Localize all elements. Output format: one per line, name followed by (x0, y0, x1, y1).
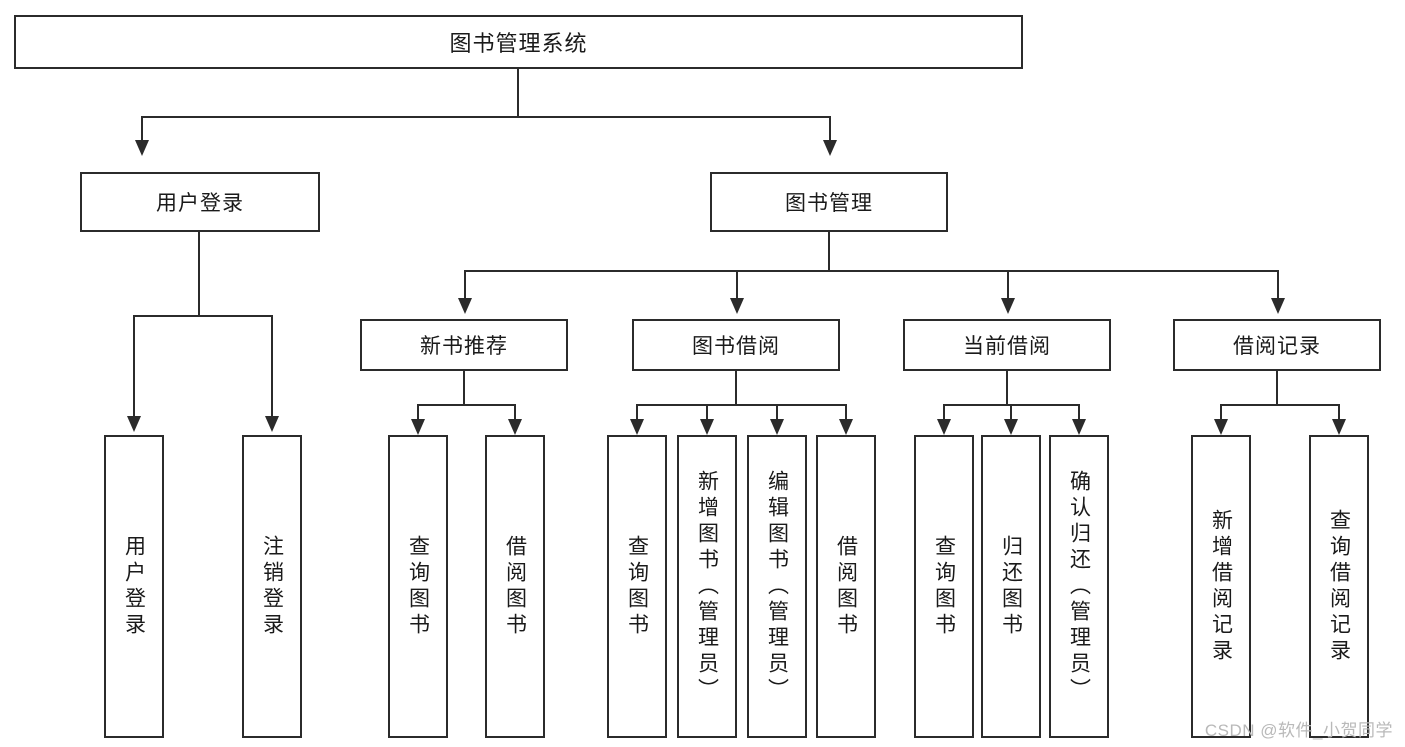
arrowhead-bb-1 (630, 419, 644, 435)
leaf-query-book-borrow[interactable]: 查询图书 (607, 435, 667, 738)
arrowhead-borrow (730, 298, 744, 314)
connector-drop-bb-3 (776, 404, 778, 420)
arrowhead-rc-1 (1214, 419, 1228, 435)
node-label: 注销登录 (260, 534, 284, 639)
arrowhead-book-manage (823, 140, 837, 156)
connector-drop-current (1007, 270, 1009, 300)
node-label: 新增图书（管理员） (695, 469, 719, 704)
node-label: 当前借阅 (963, 335, 1051, 358)
connector-borrow-bus (636, 404, 846, 406)
leaf-query-book-current[interactable]: 查询图书 (914, 435, 974, 738)
node-label: 查询图书 (406, 534, 430, 639)
node-label: 借阅图书 (503, 534, 527, 639)
node-label: 图书管理 (785, 192, 873, 215)
connector-drop-rc-2 (1338, 404, 1340, 420)
node-label: 用户登录 (122, 534, 146, 639)
connector-drop-bb-4 (845, 404, 847, 420)
arrowhead-cb-3 (1072, 419, 1086, 435)
node-current-borrow[interactable]: 当前借阅 (903, 319, 1111, 371)
leaf-return-book[interactable]: 归还图书 (981, 435, 1041, 738)
leaf-add-borrow-record[interactable]: 新增借阅记录 (1191, 435, 1251, 738)
connector-borrow-stem (735, 371, 737, 406)
connector-drop-nb-2 (514, 404, 516, 420)
connector-records-stem (1276, 371, 1278, 406)
connector-drop-new-book (464, 270, 466, 300)
node-label: 归还图书 (999, 534, 1023, 639)
node-label: 用户登录 (156, 192, 244, 215)
arrowhead-rc-2 (1332, 419, 1346, 435)
arrowhead-cb-1 (937, 419, 951, 435)
node-root-library-system[interactable]: 图书管理系统 (14, 15, 1023, 69)
connector-book-manage-stem (828, 232, 830, 272)
connector-drop-user-login (141, 116, 143, 142)
node-book-management[interactable]: 图书管理 (710, 172, 948, 232)
arrowhead-bb-3 (770, 419, 784, 435)
node-label: 新书推荐 (420, 335, 508, 358)
connector-drop-login-2 (271, 315, 273, 418)
connector-user-login-stem (198, 232, 200, 316)
node-label: 借阅记录 (1233, 335, 1321, 358)
arrowhead-login-1 (127, 416, 141, 432)
arrowhead-current (1001, 298, 1015, 314)
node-label: 图书管理系统 (449, 31, 588, 56)
csdn-watermark: CSDN @软件_小贺同学 (1204, 721, 1393, 740)
leaf-query-book-new[interactable]: 查询图书 (388, 435, 448, 738)
arrowhead-nb-2 (508, 419, 522, 435)
connector-drop-nb-1 (417, 404, 419, 420)
connector-drop-rc-1 (1220, 404, 1222, 420)
connector-drop-bb-1 (636, 404, 638, 420)
connector-drop-login-1 (133, 315, 135, 418)
node-label: 查询借阅记录 (1327, 508, 1351, 665)
node-label: 确认归还（管理员） (1067, 469, 1091, 704)
connector-drop-bb-2 (706, 404, 708, 420)
connector-records-bus (1220, 404, 1339, 406)
connector-level3-bus (464, 270, 1277, 272)
connector-current-stem (1006, 371, 1008, 406)
connector-user-login-bus (133, 315, 272, 317)
arrowhead-nb-1 (411, 419, 425, 435)
node-label: 查询图书 (625, 534, 649, 639)
node-new-book-recommend[interactable]: 新书推荐 (360, 319, 568, 371)
connector-drop-records (1277, 270, 1279, 300)
leaf-borrow-book-new[interactable]: 借阅图书 (485, 435, 545, 738)
node-label: 编辑图书（管理员） (765, 469, 789, 704)
node-label: 新增借阅记录 (1209, 508, 1233, 665)
node-label: 借阅图书 (834, 534, 858, 639)
node-user-login[interactable]: 用户登录 (80, 172, 320, 232)
arrowhead-new-book (458, 298, 472, 314)
node-book-borrow[interactable]: 图书借阅 (632, 319, 840, 371)
leaf-borrow-book[interactable]: 借阅图书 (816, 435, 876, 738)
connector-root-stem (517, 69, 519, 117)
leaf-confirm-return-admin[interactable]: 确认归还（管理员） (1049, 435, 1109, 738)
connector-level2-bus (141, 116, 830, 118)
node-label: 图书借阅 (692, 335, 780, 358)
connector-new-book-bus (417, 404, 515, 406)
connector-drop-cb-1 (943, 404, 945, 420)
leaf-user-login[interactable]: 用户登录 (104, 435, 164, 738)
arrowhead-bb-2 (700, 419, 714, 435)
arrowhead-bb-4 (839, 419, 853, 435)
leaf-edit-book-admin[interactable]: 编辑图书（管理员） (747, 435, 807, 738)
arrowhead-cb-2 (1004, 419, 1018, 435)
arrowhead-login-2 (265, 416, 279, 432)
connector-drop-borrow (736, 270, 738, 300)
leaf-logout[interactable]: 注销登录 (242, 435, 302, 738)
node-borrow-records[interactable]: 借阅记录 (1173, 319, 1381, 371)
leaf-query-borrow-record[interactable]: 查询借阅记录 (1309, 435, 1369, 738)
node-label: 查询图书 (932, 534, 956, 639)
connector-drop-cb-2 (1010, 404, 1012, 420)
connector-new-book-stem (463, 371, 465, 406)
connector-drop-cb-3 (1078, 404, 1080, 420)
arrowhead-records (1271, 298, 1285, 314)
arrowhead-user-login (135, 140, 149, 156)
connector-drop-book-manage (829, 116, 831, 142)
leaf-add-book-admin[interactable]: 新增图书（管理员） (677, 435, 737, 738)
